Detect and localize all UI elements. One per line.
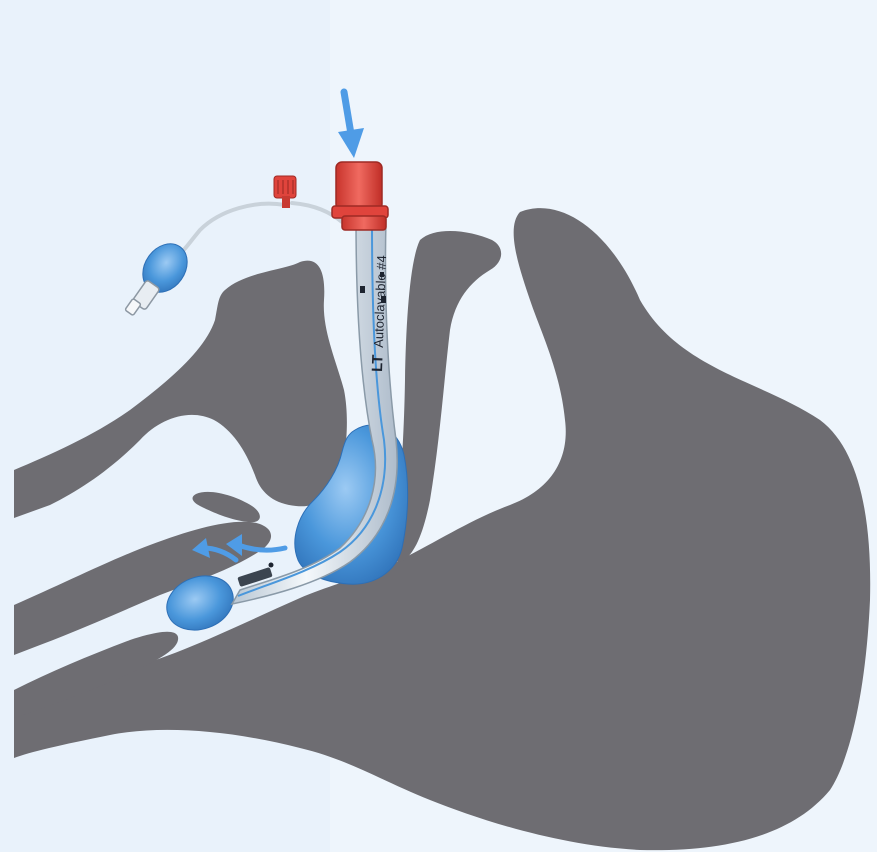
tube-mark [360, 286, 365, 293]
connector-top [336, 162, 382, 210]
outlet-dot [269, 563, 274, 568]
pilot-check-valve-stem [282, 196, 290, 208]
connector-collar [342, 216, 386, 230]
tube-label-brand: LT [369, 354, 387, 372]
